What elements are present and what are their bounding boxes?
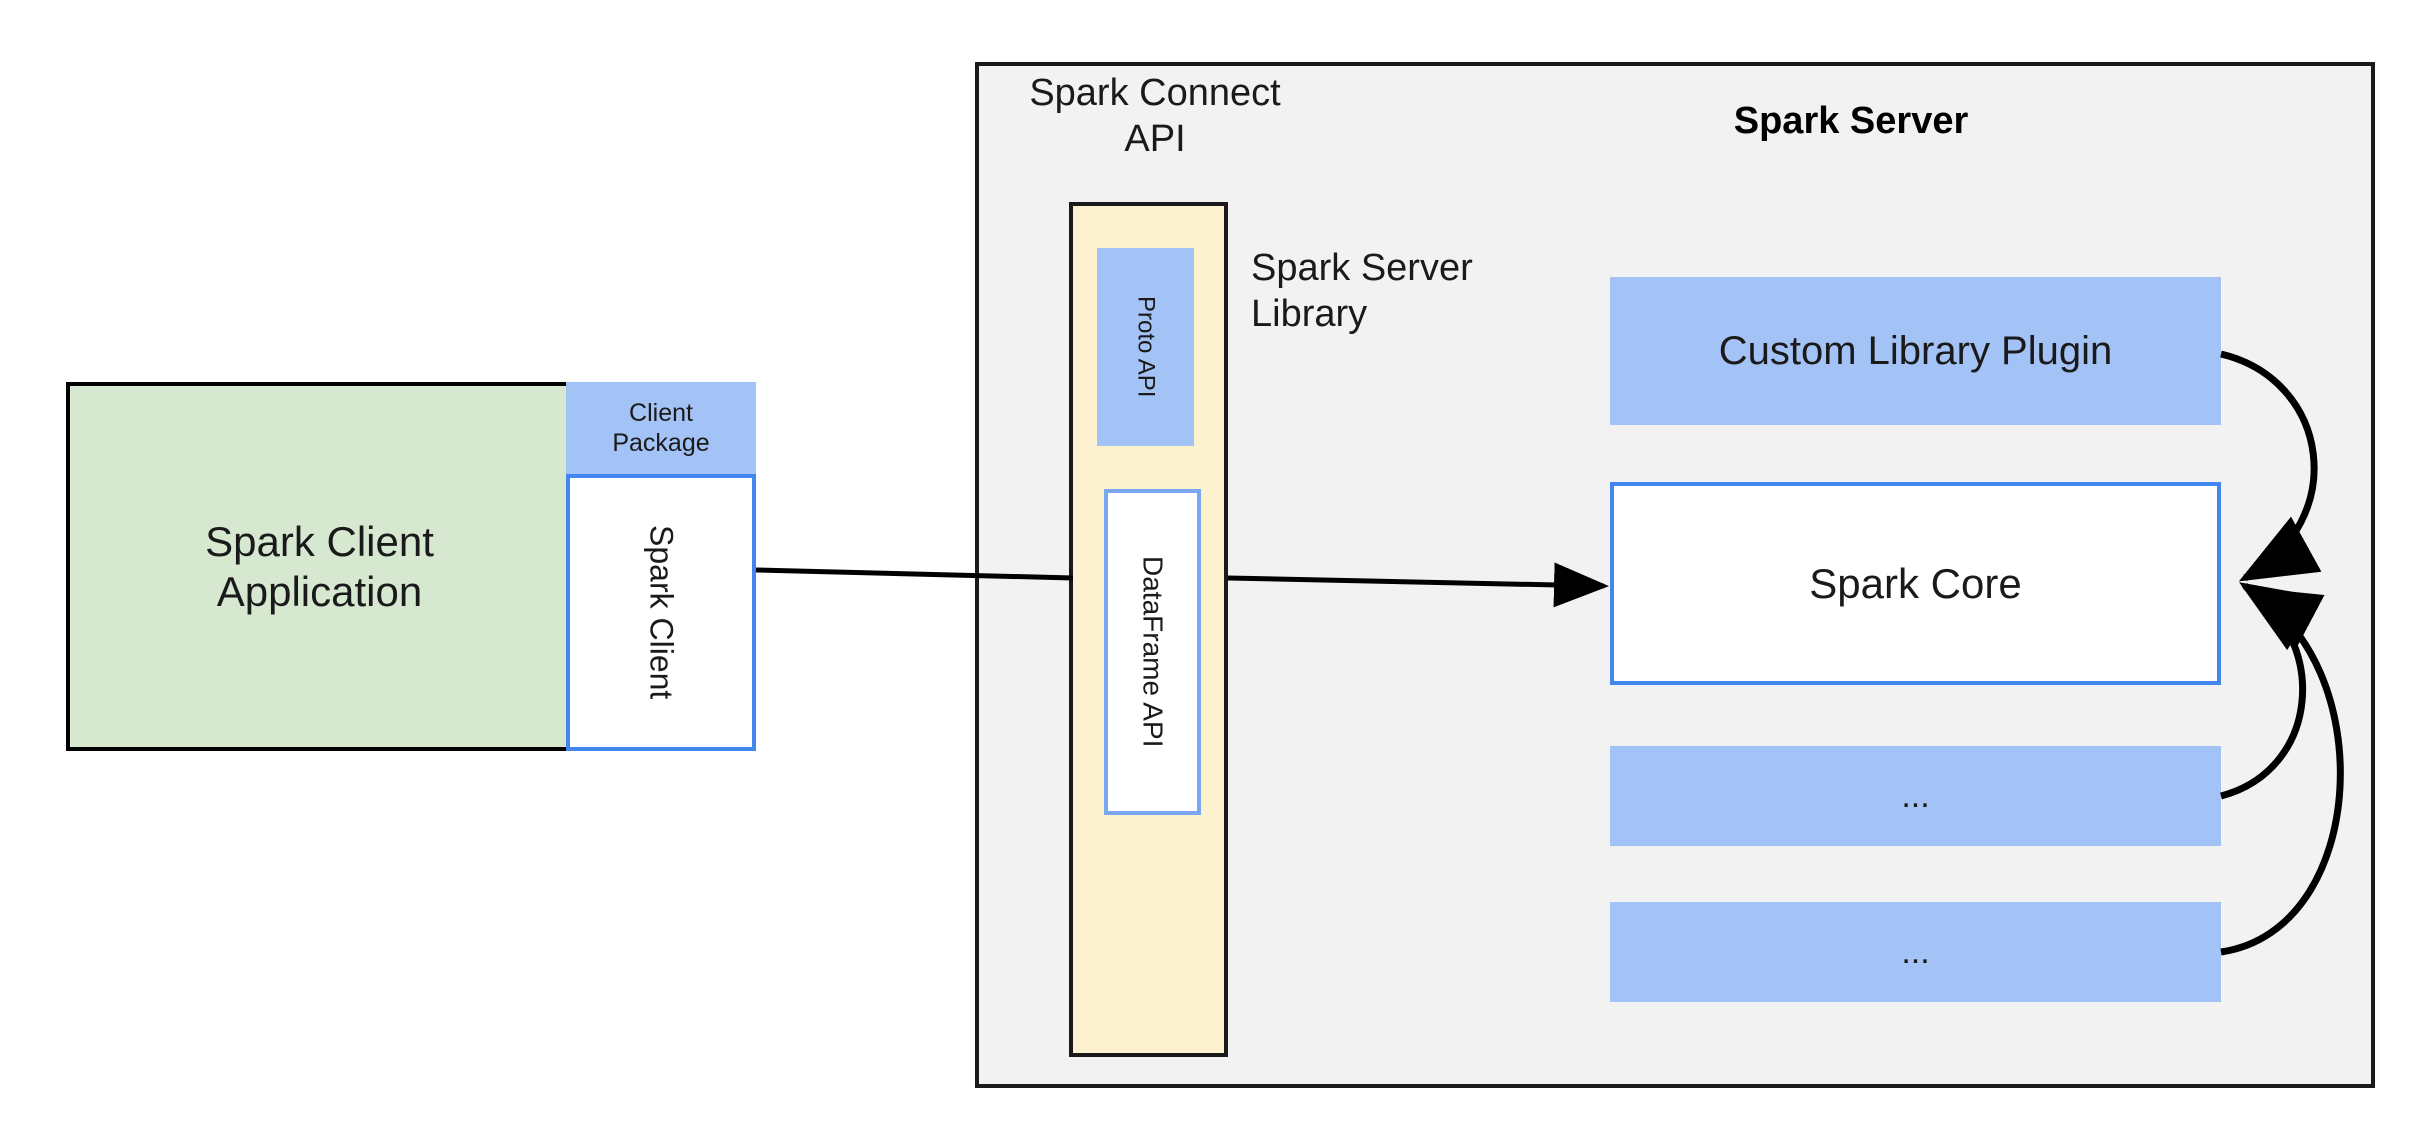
plugin-placeholder-box-1: ...: [1610, 746, 2221, 846]
dataframe-api-box: DataFrame API: [1104, 489, 1201, 815]
proto-api-label: Proto API: [1132, 296, 1160, 398]
custom-library-plugin-box: Custom Library Plugin: [1610, 277, 2221, 425]
spark-client-box: Spark Client: [566, 474, 756, 751]
plugin-placeholder-label-2: ...: [1901, 932, 1930, 971]
spark-core-box: Spark Core: [1610, 482, 2221, 685]
plugin-placeholder-box-2: ...: [1610, 902, 2221, 1002]
spark-client-label: Spark Client: [643, 525, 680, 700]
dataframe-api-label: DataFrame API: [1137, 556, 1169, 748]
custom-library-plugin-label: Custom Library Plugin: [1718, 328, 2113, 373]
proto-api-box: Proto API: [1097, 248, 1194, 446]
plugin-placeholder-label-1: ...: [1901, 776, 1930, 815]
spark-server-title: Spark Server: [1733, 100, 1969, 142]
spark-core-label: Spark Core: [1809, 559, 2022, 607]
